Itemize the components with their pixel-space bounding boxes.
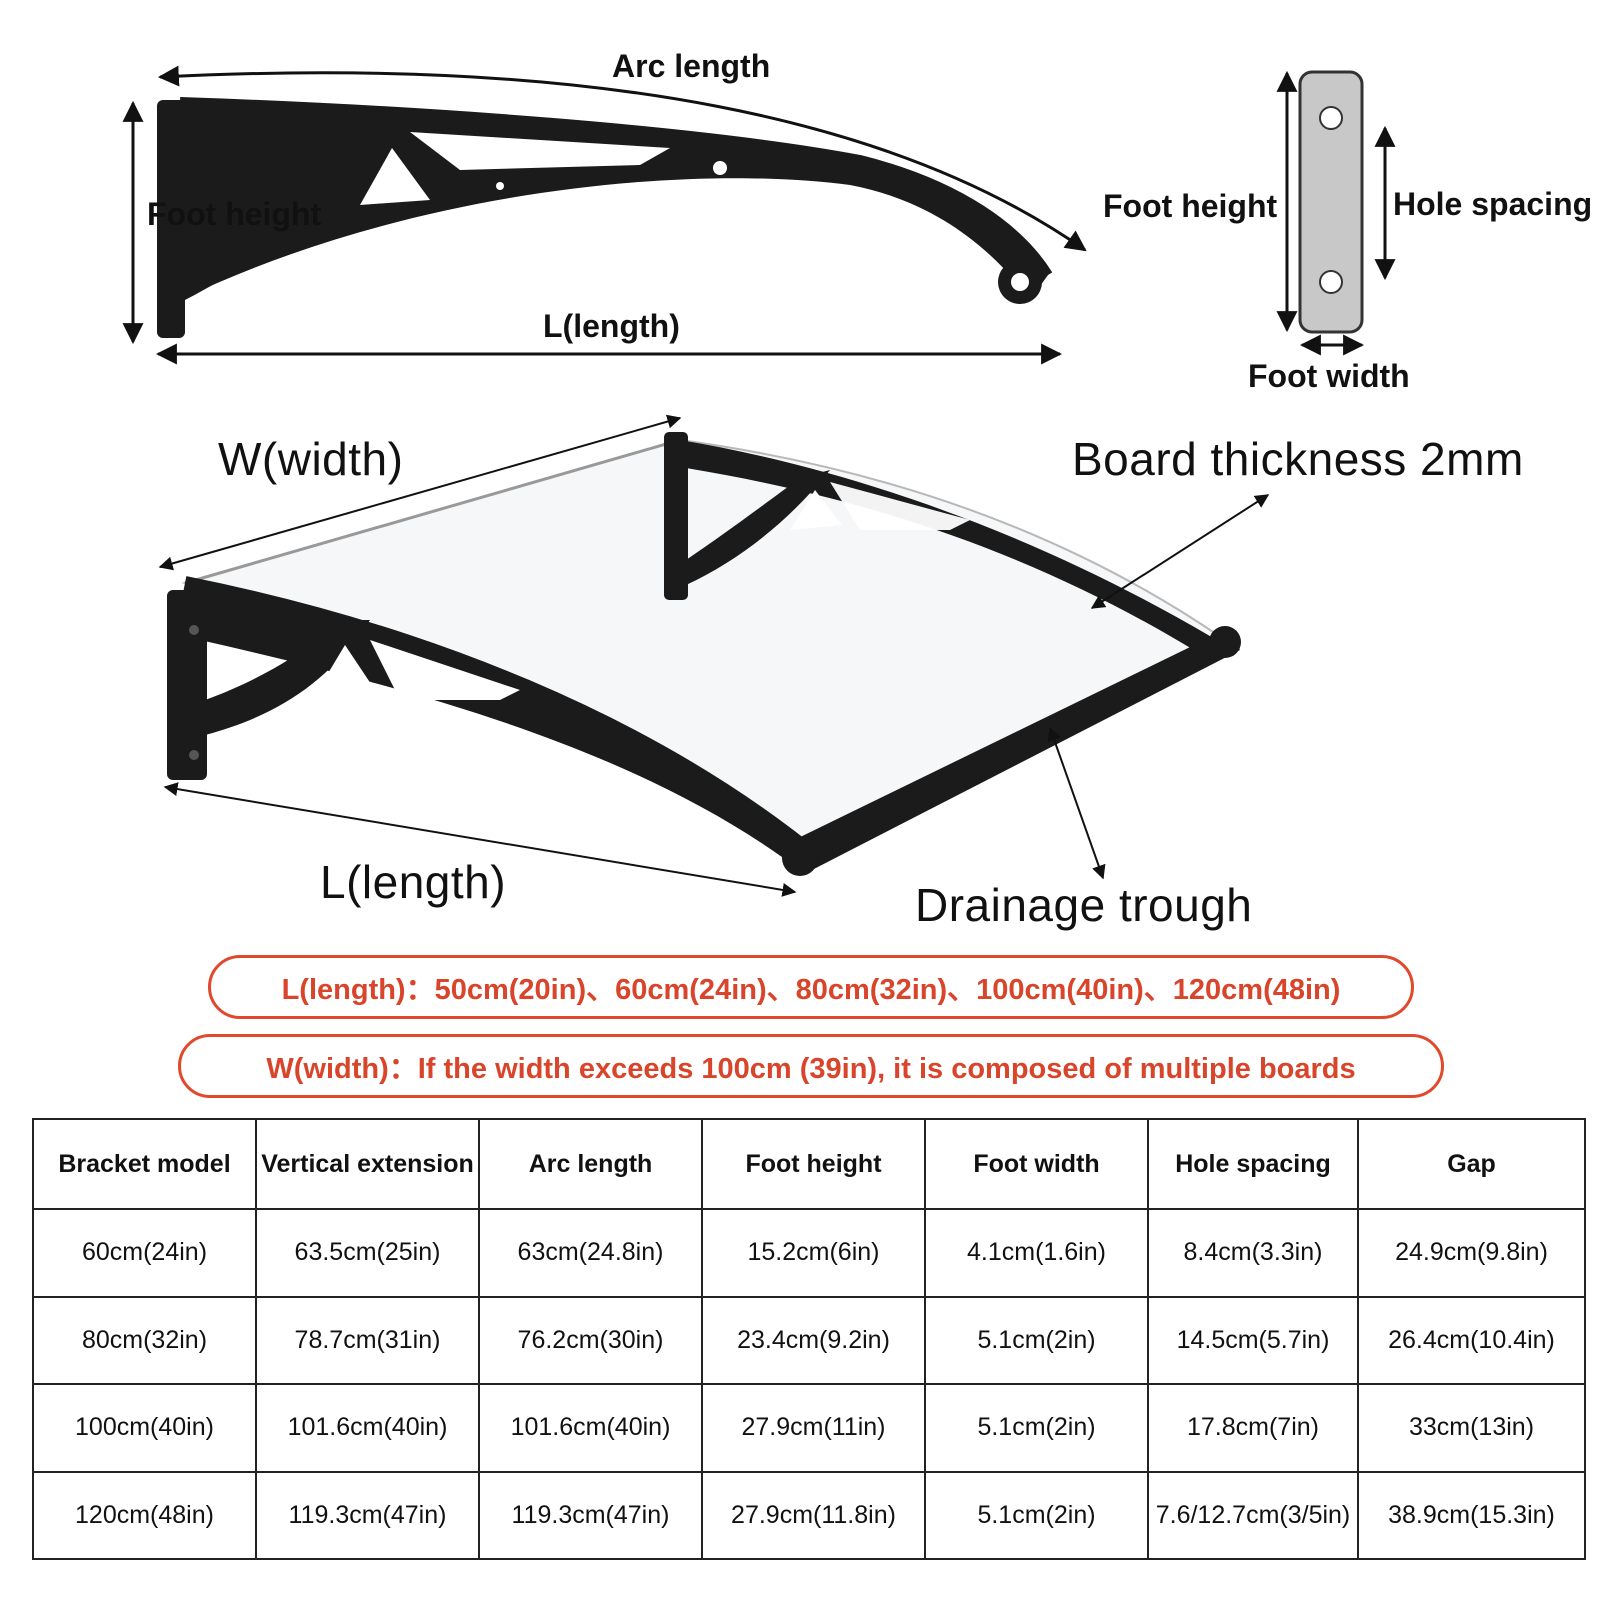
board-thickness-label: Board thickness 2mm xyxy=(1072,433,1524,485)
table-cell: 14.5cm(5.7in) xyxy=(1147,1295,1359,1385)
hole-spacing-label: Hole spacing xyxy=(1393,186,1593,222)
table-cell: 26.4cm(10.4in) xyxy=(1357,1295,1586,1385)
table-cell: 101.6cm(40in) xyxy=(255,1383,480,1473)
table-cell: 15.2cm(6in) xyxy=(701,1208,926,1298)
table-cell: 17.8cm(7in) xyxy=(1147,1383,1359,1473)
table-cell: 5.1cm(2in) xyxy=(924,1383,1149,1473)
width-note: W(width)：If the width exceeds 100cm (39i… xyxy=(178,1034,1444,1098)
table-cell: 23.4cm(9.2in) xyxy=(701,1295,926,1385)
table-cell: 100cm(40in) xyxy=(32,1383,257,1473)
table-cell: 119.3cm(47in) xyxy=(255,1470,480,1560)
table-cell: 63cm(24.8in) xyxy=(478,1208,703,1298)
table-row: 100cm(40in) 101.6cm(40in) 101.6cm(40in) … xyxy=(32,1383,1586,1473)
table-cell: 63.5cm(25in) xyxy=(255,1208,480,1298)
table-cell: 5.1cm(2in) xyxy=(924,1295,1149,1385)
foot-height-label-right: Foot height xyxy=(1103,188,1278,224)
table-header-cell: Arc length xyxy=(478,1118,703,1210)
table-cell: 5.1cm(2in) xyxy=(924,1470,1149,1560)
table-cell: 120cm(48in) xyxy=(32,1470,257,1560)
table-header-cell: Foot width xyxy=(924,1118,1149,1210)
table-row: 60cm(24in) 63.5cm(25in) 63cm(24.8in) 15.… xyxy=(32,1208,1586,1298)
table-cell: 4.1cm(1.6in) xyxy=(924,1208,1149,1298)
table-cell: 8.4cm(3.3in) xyxy=(1147,1208,1359,1298)
foot-plate-drawing xyxy=(1298,70,1364,334)
table-cell: 7.6/12.7cm(3/5in) xyxy=(1147,1470,1359,1560)
table-cell: 24.9cm(9.8in) xyxy=(1357,1208,1586,1298)
table-cell: 80cm(32in) xyxy=(32,1295,257,1385)
drainage-trough-label: Drainage trough xyxy=(915,879,1253,931)
table-cell: 101.6cm(40in) xyxy=(478,1383,703,1473)
foot-width-label: Foot width xyxy=(1248,358,1410,394)
table-header-row: Bracket model Vertical extension Arc len… xyxy=(32,1118,1586,1210)
table-cell: 27.9cm(11in) xyxy=(701,1383,926,1473)
length-options-note: L(length)：50cm(20in)、60cm(24in)、80cm(32i… xyxy=(208,955,1414,1019)
table-cell: 38.9cm(15.3in) xyxy=(1357,1470,1586,1560)
table-cell: 78.7cm(31in) xyxy=(255,1295,480,1385)
length-label-top: L(length) xyxy=(543,308,680,344)
table-header-cell: Bracket model xyxy=(32,1118,257,1210)
table-header-cell: Hole spacing xyxy=(1147,1118,1359,1210)
table-cell: 60cm(24in) xyxy=(32,1208,257,1298)
table-row: 120cm(48in) 119.3cm(47in) 119.3cm(47in) … xyxy=(32,1470,1586,1560)
foot-height-label-left: Foot height xyxy=(147,196,322,232)
arc-length-label: Arc length xyxy=(612,48,771,84)
table-header-cell: Foot height xyxy=(701,1118,926,1210)
table-row: 80cm(32in) 78.7cm(31in) 76.2cm(30in) 23.… xyxy=(32,1295,1586,1385)
table-cell: 33cm(13in) xyxy=(1357,1383,1586,1473)
width-label: W(width) xyxy=(218,433,404,485)
awning-diagram xyxy=(122,65,1396,897)
table-header-cell: Vertical extension xyxy=(255,1118,480,1210)
table-cell: 76.2cm(30in) xyxy=(478,1295,703,1385)
table-cell: 119.3cm(47in) xyxy=(478,1470,703,1560)
awning-assembly-drawing xyxy=(167,432,1241,876)
table-header-cell: Gap xyxy=(1357,1118,1586,1210)
spec-table: Bracket model Vertical extension Arc len… xyxy=(32,1118,1586,1560)
table-cell: 27.9cm(11.8in) xyxy=(701,1470,926,1560)
length-label-bottom: L(length) xyxy=(320,856,507,908)
